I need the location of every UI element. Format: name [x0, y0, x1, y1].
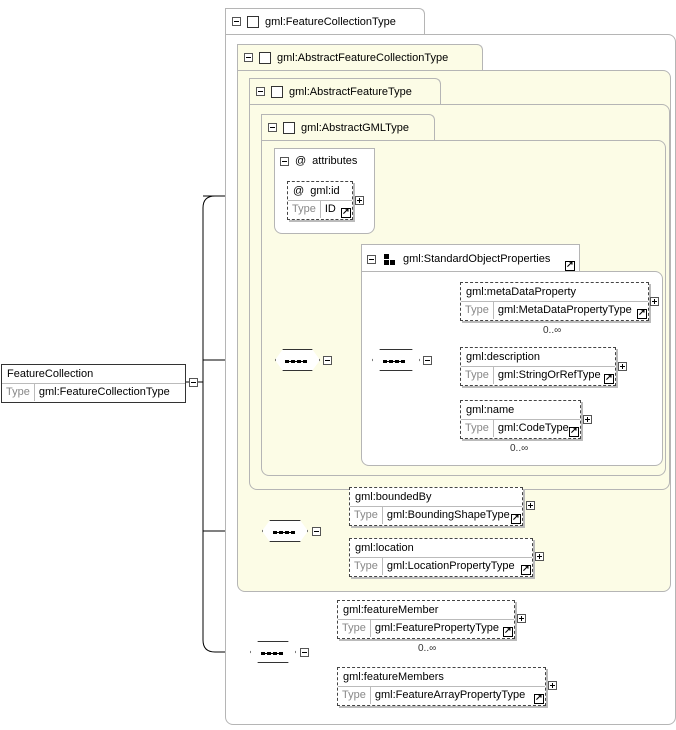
attribute-name-row: @ gml:id [288, 182, 352, 201]
at-icon: @ [295, 155, 307, 167]
type-label: Type [338, 620, 371, 637]
collapse-icon[interactable] [268, 123, 277, 132]
group-icon [384, 253, 395, 265]
type-label: Type [350, 507, 383, 524]
goto-type-icon[interactable] [604, 372, 614, 384]
element-name: FeatureCollection [2, 365, 185, 384]
goto-type-icon[interactable] [534, 692, 544, 704]
type-label: Type [288, 201, 321, 218]
type-label: Type [461, 420, 494, 437]
at-icon: @ [293, 185, 305, 197]
type-name: gml:AbstractFeatureType [289, 85, 412, 98]
complex-type-icon [259, 51, 271, 64]
element-name-label: gml:name [461, 401, 580, 420]
goto-type-icon[interactable] [521, 563, 531, 575]
collapse-icon[interactable] [423, 356, 432, 365]
complex-type-icon [247, 15, 259, 28]
type-value: gml:FeatureCollectionType [38, 386, 170, 398]
type-tab-abstract-gml: gml:AbstractGMLType [261, 114, 435, 140]
expand-icon[interactable] [618, 362, 627, 371]
cardinality: 0..∞ [543, 325, 562, 336]
goto-type-icon[interactable] [569, 425, 579, 437]
collapse-icon[interactable] [280, 156, 289, 166]
group-standard-object-properties-tab: gml:StandardObjectProperties [361, 244, 580, 272]
expand-icon[interactable] [535, 552, 544, 561]
type-name: gml:FeatureCollectionType [265, 15, 396, 28]
goto-type-icon[interactable] [341, 206, 351, 218]
complex-type-icon [283, 121, 295, 134]
type-value: gml:CodeType [497, 422, 569, 434]
collapse-icon[interactable] [189, 378, 198, 387]
element-name: gml:featureMembers [338, 668, 545, 687]
collapse-icon[interactable] [244, 53, 253, 62]
expand-icon[interactable] [517, 614, 526, 623]
type-value: ID [324, 203, 336, 215]
collapse-icon[interactable] [256, 87, 265, 96]
cardinality: 0..∞ [418, 643, 437, 654]
cardinality: 0..∞ [510, 443, 529, 454]
collapse-icon[interactable] [232, 17, 241, 26]
expand-icon[interactable] [583, 415, 592, 424]
type-tab-abstract-feature: gml:AbstractFeatureType [249, 78, 441, 104]
type-value: gml:StringOrRefType [497, 369, 601, 381]
attributes-label: attributes [312, 155, 358, 167]
type-name: gml:AbstractGMLType [301, 121, 409, 134]
element-name: gml:description [461, 348, 615, 367]
type-value: gml:MetaDataPropertyType [497, 304, 632, 316]
goto-type-icon[interactable] [511, 512, 521, 524]
type-label: Type [350, 558, 383, 575]
group-name: gml:StandardObjectProperties [403, 253, 551, 265]
element-name: gml:boundedBy [350, 488, 522, 507]
type-value: gml:FeatureArrayPropertyType [374, 689, 526, 701]
collapse-icon[interactable] [367, 254, 376, 264]
type-label: Type [461, 302, 494, 319]
expand-icon[interactable] [650, 297, 659, 306]
type-value: gml:LocationPropertyType [386, 560, 515, 572]
sequence-compositor[interactable] [250, 641, 296, 663]
element-name: gml:location [350, 539, 532, 558]
collapse-icon[interactable] [323, 356, 332, 365]
type-label: Type [338, 687, 371, 704]
element-name: gml:featureMember [338, 601, 514, 620]
type-tab-feature-collection: gml:FeatureCollectionType [225, 8, 425, 34]
sequence-compositor[interactable] [275, 349, 320, 371]
complex-type-icon [271, 85, 283, 98]
type-value: gml:FeaturePropertyType [374, 622, 499, 634]
goto-type-icon[interactable] [503, 625, 513, 637]
expand-icon[interactable] [355, 196, 364, 205]
type-value: gml:BoundingShapeType [386, 509, 510, 521]
type-tab-abstract-feature-collection: gml:AbstractFeatureCollectionType [237, 44, 483, 70]
goto-group-icon[interactable] [565, 259, 575, 271]
expand-icon[interactable] [526, 501, 535, 510]
type-label: Type [2, 384, 35, 401]
expand-icon[interactable] [548, 681, 557, 690]
goto-type-icon[interactable] [637, 307, 647, 319]
sequence-compositor[interactable] [262, 520, 308, 542]
element-name: gml:metaDataProperty [461, 283, 648, 302]
collapse-icon[interactable] [312, 527, 321, 536]
type-label: Type [461, 367, 494, 384]
collapse-icon[interactable] [300, 648, 309, 657]
sequence-compositor[interactable] [372, 349, 420, 371]
type-name: gml:AbstractFeatureCollectionType [277, 51, 449, 64]
attribute-name: gml:id [310, 185, 340, 197]
